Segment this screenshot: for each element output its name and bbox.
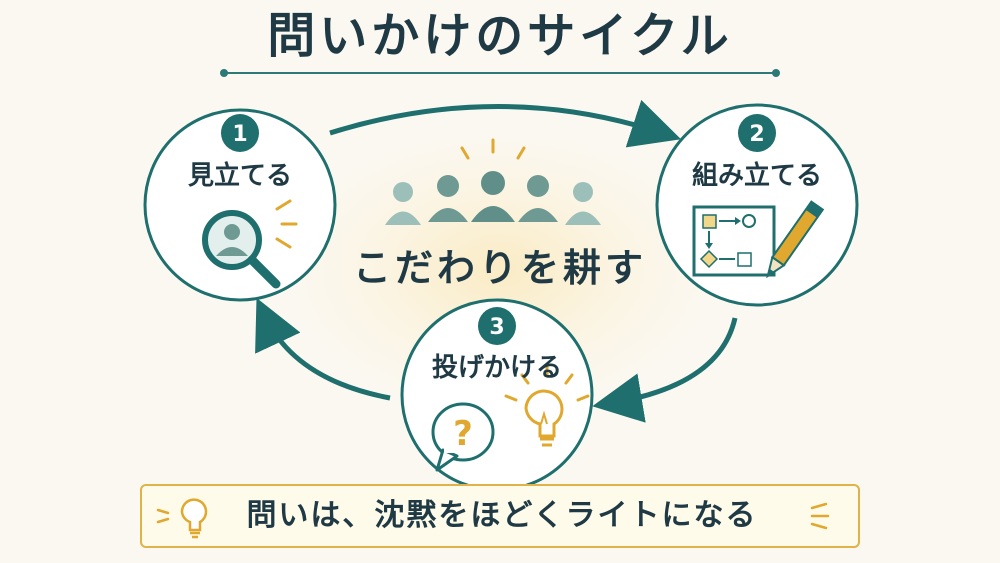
banner-lightbulb-icon: [156, 498, 208, 539]
step-3-number-badge: [478, 307, 516, 345]
step-1-number: 1: [232, 122, 247, 147]
step-1-circle: [143, 108, 337, 302]
question-mark: ?: [453, 414, 473, 454]
page-title: 問いかけのサイクル: [267, 8, 733, 64]
title-underline: [220, 69, 780, 77]
center-label: こだわりを耕す: [352, 246, 647, 290]
banner-spark-icon: [810, 502, 830, 530]
lightbulb-icon: [504, 364, 590, 447]
step-2-number: 2: [749, 122, 764, 147]
arrow-2-to-3: [592, 317, 738, 423]
step-1-label: 見立てる: [187, 161, 292, 191]
speech-bubble-question-icon: ?: [431, 402, 495, 472]
banner-text: 問いは、沈黙をほどくライトになる: [246, 498, 758, 533]
arrow-1-to-2: [329, 99, 682, 148]
step-1-number-badge: [221, 114, 259, 152]
step-3-number: 3: [489, 315, 504, 340]
step-2-label: 組み立てる: [691, 161, 822, 191]
step-3-label: 投げかける: [431, 353, 562, 383]
flowchart-pencil-icon: [692, 200, 825, 279]
step-2-number-badge: [738, 114, 776, 152]
people-group-icon: [385, 138, 601, 225]
message-banner: 問いは、沈黙をほどくライトになる: [140, 484, 860, 548]
arrow-3-to-1: [255, 297, 391, 401]
magnifier-person-icon: [202, 199, 298, 289]
